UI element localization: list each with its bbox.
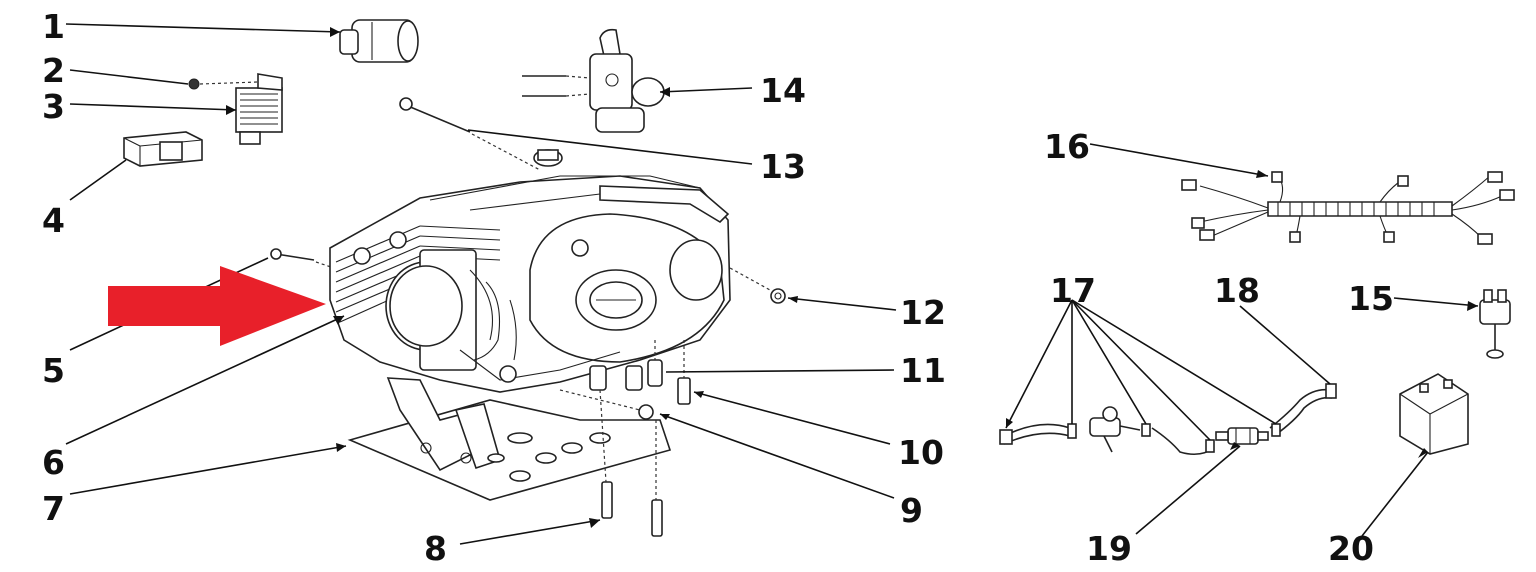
callout-5: 5	[42, 351, 65, 390]
part-7-skid-plate	[347, 377, 672, 501]
callout-18: 18	[1214, 271, 1260, 310]
engine-assembly	[329, 149, 731, 393]
callout-1: 1	[42, 7, 65, 46]
callout-11: 11	[900, 351, 946, 390]
leader-lines	[65, 23, 1479, 545]
callout-20: 20	[1328, 529, 1374, 568]
part-1-starter-motor	[339, 19, 419, 63]
callout-8: 8	[424, 529, 447, 568]
part-5-bolt	[270, 248, 341, 271]
callout-9: 9	[900, 491, 923, 530]
part-8-bolts	[599, 389, 663, 537]
part-15-relay	[1479, 289, 1511, 359]
callout-19: 19	[1086, 529, 1132, 568]
part-14-carburetor	[522, 28, 665, 133]
callout-15: 15	[1348, 279, 1394, 318]
callout-4: 4	[42, 201, 65, 240]
callout-7: 7	[42, 489, 65, 528]
part-10-bolt	[677, 340, 691, 405]
callout-13: 13	[760, 147, 806, 186]
callout-17: 17	[1050, 271, 1096, 310]
leader-arrowheads	[226, 27, 1478, 528]
part-13-stud-bolt	[399, 97, 541, 171]
part-16-wiring-harness	[1181, 171, 1515, 245]
callout-10: 10	[898, 433, 944, 472]
part-2-bolt	[188, 78, 259, 90]
callout-12: 12	[900, 293, 946, 332]
part-9-nut	[559, 389, 654, 420]
part-3-regulator	[235, 73, 283, 145]
part-11-fastener	[647, 340, 663, 387]
red-arrow-icon	[108, 266, 326, 346]
callout-6: 6	[42, 443, 65, 482]
part-20-battery	[1399, 373, 1469, 455]
callout-14: 14	[760, 71, 806, 110]
part-4-cdi-unit	[123, 131, 203, 167]
spacers	[589, 365, 643, 391]
callout-2: 2	[42, 51, 65, 90]
callout-labels: 1 2 3 4 5 6 7 8 9 10 11 12 13 14 15 16 1…	[42, 7, 1394, 568]
part-12-nut	[729, 267, 786, 304]
callout-16: 16	[1044, 127, 1090, 166]
fuel-line-assembly	[999, 383, 1337, 456]
callout-3: 3	[42, 87, 65, 126]
